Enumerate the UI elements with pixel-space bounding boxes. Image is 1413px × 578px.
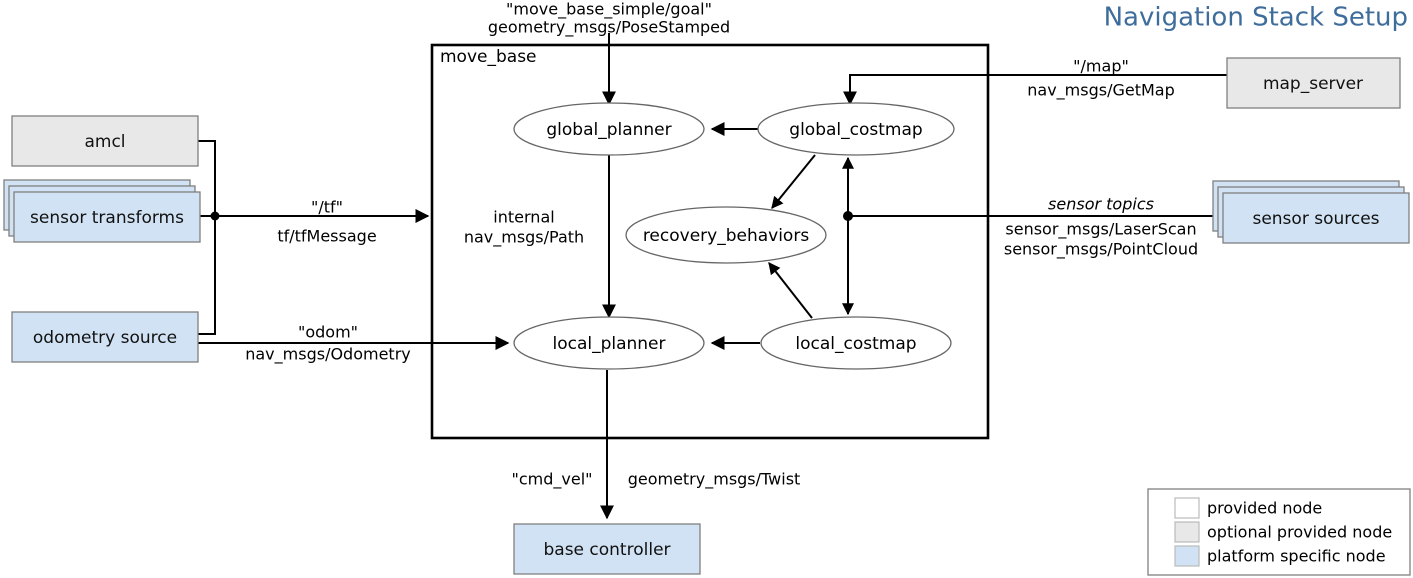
recovery-behaviors-label: recovery_behaviors (643, 226, 810, 246)
map-server-label: map_server (1263, 74, 1363, 94)
legend-label-optional-provided-node: optional provided node (1207, 523, 1392, 542)
legend-swatch-optional-provided-node (1174, 521, 1200, 543)
move-base-label: move_base (440, 47, 537, 67)
tf-junction-dot (210, 211, 220, 221)
component-global-planner[interactable]: global_planner (513, 102, 705, 156)
edge-global-costmap-to-recovery (771, 154, 816, 209)
goal-topic-label: "move_base_simple/goal" (506, 0, 712, 20)
component-recovery-behaviors[interactable]: recovery_behaviors (625, 206, 827, 264)
edge-local-costmap-to-recovery (768, 262, 813, 319)
component-local-costmap[interactable]: local_costmap (760, 316, 952, 370)
node-amcl[interactable]: amcl (11, 115, 199, 167)
legend-label-provided-node: provided node (1207, 499, 1322, 518)
edge-tf-bus (198, 140, 216, 335)
sensor-transforms-label: sensor transforms (30, 208, 184, 228)
map-type-label: nav_msgs/GetMap (1027, 81, 1175, 101)
tf-topic-label: "/tf" (311, 198, 343, 217)
odom-topic-label: "odom" (298, 323, 358, 342)
global-planner-label: global_planner (546, 120, 671, 140)
local-planner-label: local_planner (552, 334, 665, 354)
move-base-container (430, 43, 990, 440)
odom-type-label: nav_msgs/Odometry (245, 345, 411, 365)
local-costmap-label: local_costmap (795, 334, 916, 354)
internal-type-label: nav_msgs/Path (464, 228, 584, 248)
legend-item-provided-node: provided node (1174, 497, 1322, 519)
legend-item-optional-provided-node: optional provided node (1174, 521, 1392, 543)
sensor-sources-label: sensor sources (1252, 209, 1379, 229)
amcl-label: amcl (84, 132, 125, 152)
sensor-type-2-label: sensor_msgs/PointCloud (1004, 240, 1198, 260)
sensor-type-1-label: sensor_msgs/LaserScan (1005, 220, 1196, 240)
node-sensor-sources[interactable]: sensor sources (1212, 180, 1410, 244)
page-title: Navigation Stack Setup (1104, 3, 1408, 33)
cmdvel-type-label: geometry_msgs/Twist (628, 470, 801, 490)
legend-label-platform-specific-node: platform specific node (1207, 547, 1386, 566)
edge-map-to-global-costmap (843, 74, 1227, 106)
base-controller-label: base controller (543, 540, 670, 560)
legend-swatch-provided-node (1174, 497, 1200, 519)
component-global-costmap[interactable]: global_costmap (757, 102, 955, 156)
map-topic-label: "/map" (1073, 57, 1129, 76)
sensor-junction-dot (843, 211, 853, 221)
tf-type-label: tf/tfMessage (277, 227, 376, 246)
internal-label: internal (493, 208, 554, 227)
odometry-source-label: odometry source (33, 328, 177, 348)
node-map-server[interactable]: map_server (1226, 57, 1401, 109)
legend: provided node optional provided node pla… (1147, 488, 1411, 576)
cmdvel-topic-label: "cmd_vel" (511, 470, 592, 490)
legend-swatch-platform-specific-node (1174, 545, 1200, 567)
goal-type-label: geometry_msgs/PoseStamped (488, 18, 730, 38)
node-base-controller[interactable]: base controller (513, 523, 701, 575)
node-odometry-source[interactable]: odometry source (11, 311, 199, 363)
global-costmap-label: global_costmap (789, 120, 922, 140)
component-local-planner[interactable]: local_planner (513, 316, 705, 370)
node-sensor-transforms[interactable]: sensor transforms (3, 179, 201, 243)
sensor-topic-label: sensor topics (1048, 195, 1154, 214)
legend-item-platform-specific-node: platform specific node (1174, 545, 1386, 567)
